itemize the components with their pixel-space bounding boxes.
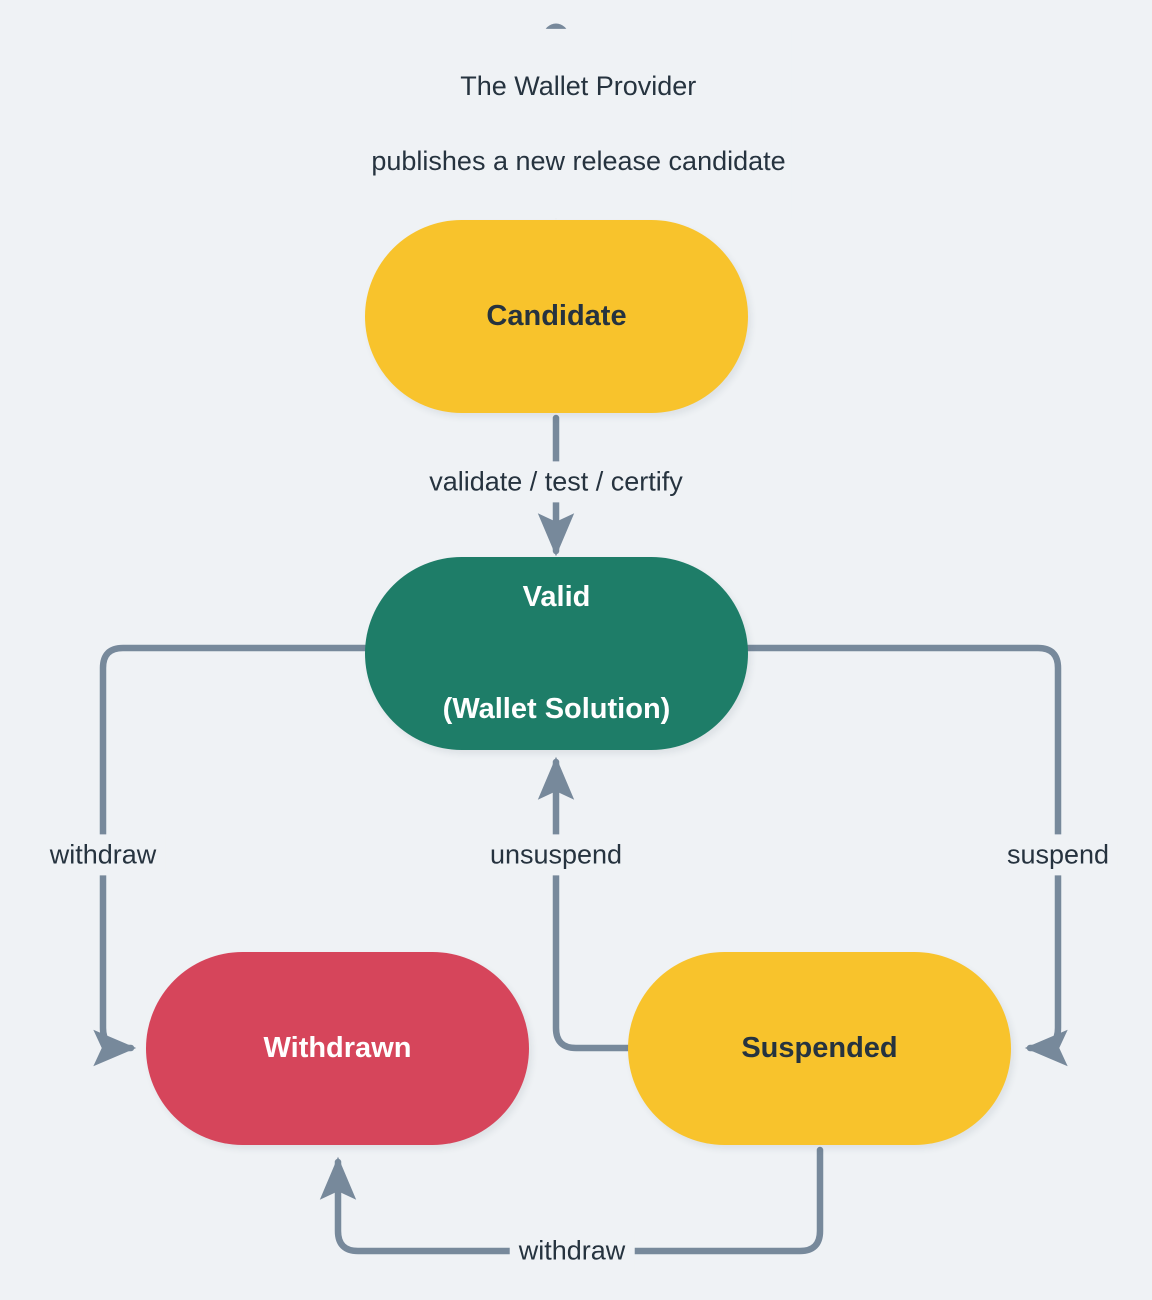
edge-label-start-line1: The Wallet Provider <box>460 71 697 102</box>
state-node-withdrawn[interactable]: Withdrawn <box>146 952 529 1145</box>
state-node-valid-label-line1: Valid <box>522 581 591 614</box>
state-node-suspended-label: Suspended <box>741 1031 898 1064</box>
state-node-withdrawn-label: Withdrawn <box>263 1031 412 1064</box>
edge-label-suspended-to-withdrawn: withdraw <box>509 1230 635 1272</box>
state-node-valid-label-line2: (Wallet Solution) <box>442 692 671 725</box>
edge-label-valid-to-suspended: suspend <box>997 834 1119 876</box>
state-node-valid[interactable]: Valid (Wallet Solution) <box>365 557 748 750</box>
edge-label-valid-to-withdrawn: withdraw <box>40 834 166 876</box>
state-node-candidate[interactable]: Candidate <box>365 220 748 413</box>
edge-label-start-line2: publishes a new release candidate <box>371 145 786 176</box>
state-node-valid-label-group: Valid (Wallet Solution) <box>443 505 671 802</box>
state-node-suspended[interactable]: Suspended <box>628 952 1011 1145</box>
state-node-candidate-label: Candidate <box>486 299 627 332</box>
edge-label-start-to-candidate: The Wallet Provider publishes a new rele… <box>320 28 792 220</box>
edge-suspended-to-valid <box>537 756 632 1052</box>
edge-label-candidate-to-valid: validate / test / certify <box>420 461 692 503</box>
edge-label-suspended-to-valid: unsuspend <box>480 834 632 876</box>
